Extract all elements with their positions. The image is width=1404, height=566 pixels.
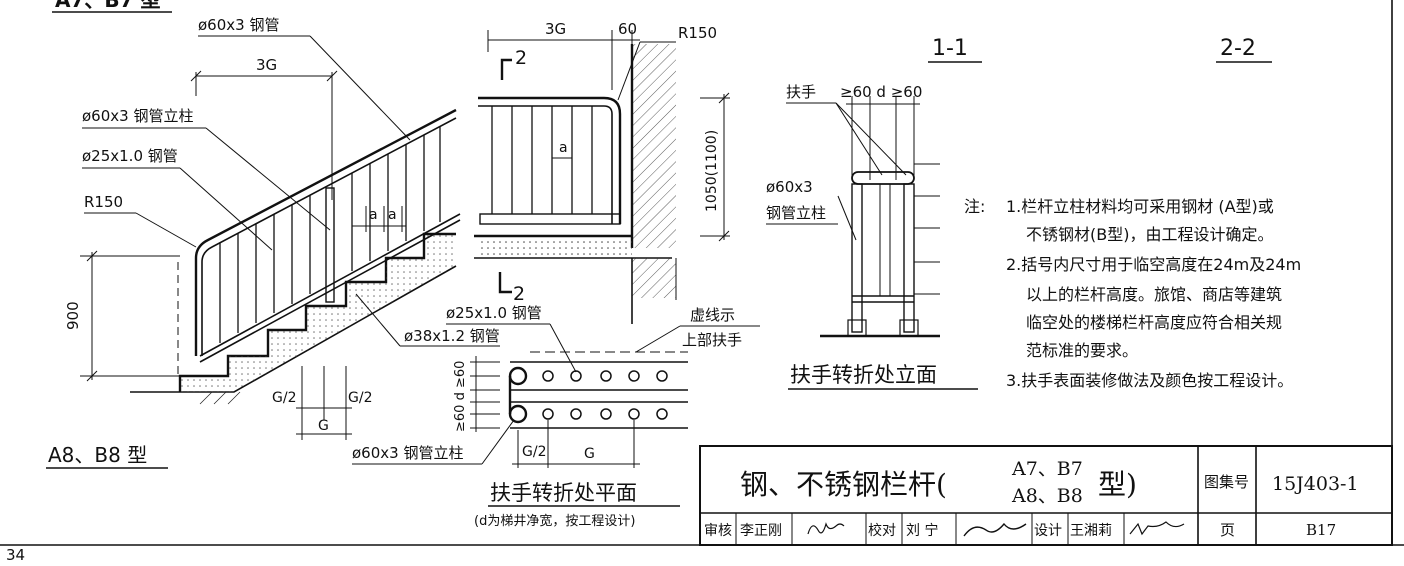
section-1-1-title: 1-1 [932,36,968,61]
note-2-line-1: 2.括号内尺寸用于临空高度在24m及24m [1006,255,1301,274]
stair-post-label: ø60x3 钢管立柱 [82,107,193,125]
stair-bottom-rail-label: ø38x1.2 钢管 [404,327,500,345]
designer-signature [1129,521,1185,536]
stair-dim-a1: a [369,207,378,223]
section-cut-top: 2 [515,47,527,69]
plan-dashed-note-line2: 上部扶手 [682,331,742,349]
plan-post-label: ø60x3 钢管立柱 [352,444,463,462]
checker-signature [963,522,1027,537]
plan-dim-g: G [584,446,595,462]
stair-handrail-pipe-label: ø60x3 钢管 [198,16,279,34]
notes-block: 注: 1.栏杆立柱材料均可采用钢材 (A型)或 不锈钢材(B型)，由工程设计确定… [964,197,1301,390]
section-dim-height: 1050(1100) [704,130,720,212]
section-1-1-dims: ≥60 d ≥60 [840,83,922,101]
stair-baluster-label: ø25x1.0 钢管 [82,147,178,165]
checker-name: 刘 宁 [906,522,938,539]
title-block: 钢、不锈钢栏杆( A7、B7 A8、B8 型) 图集号 15J403-1 审核 … [699,445,1393,546]
title-model-top: A7、B7 [1011,458,1083,480]
footer-page-number: 34 [6,546,25,564]
section-1-1: 1-1 扶手 ≥60 d ≥60 ø60 [766,36,982,390]
stair-dim-3g: 3G [256,56,277,74]
stair-radius-label: R150 [84,193,123,211]
note-2-line-3: 临空处的楼梯栏杆高度应符合相关规 [1026,313,1282,332]
stair-elevation: 3G ø60x3 钢管 ø60x3 钢管立柱 ø25x1.0 钢管 R150 9… [64,16,500,440]
section-dim-a: a [559,140,568,156]
section-1-1-handrail-label: 扶手 [786,83,816,101]
stair-dim-g: G [318,418,329,434]
notes-prefix: 注: [964,197,985,216]
section-cut-bottom: 2 [513,283,525,305]
plan-dim-g-half: G/2 [522,444,546,460]
section-view: 3G 60 R150 2 2 a 1050(1100) [474,20,730,324]
top-left-type-label: A7、B7 型 [55,0,161,12]
reviewer-name: 李正刚 [740,523,782,539]
bottom-left-type-label: A8、B8 型 [48,443,147,467]
review-label: 审核 [704,523,732,539]
design-label: 设计 [1034,523,1062,539]
designer-name: 王湘莉 [1070,523,1112,539]
section-dim-3g: 3G [545,20,566,38]
note-2-line-2: 以上的栏杆高度。旅馆、商店等建筑 [1026,285,1282,304]
stair-dim-g-half-1: G/2 [272,390,296,406]
atlas-label: 图集号 [1204,473,1249,491]
note-3-line-1: 3.扶手表面装修做法及颜色按工程设计。 [1006,371,1293,390]
plan-left-dims: ≥60 d ≥60 [453,361,468,432]
section-radius-label: R150 [678,24,717,42]
page-number: B17 [1306,521,1336,539]
note-1-line-1: 1.栏杆立柱材料均可采用钢材 (A型)或 [1006,197,1274,216]
title-main-suffix: 型) [1098,468,1137,501]
plan-dashed-note-line1: 虚线示 [690,306,735,324]
note-2-line-4: 范标准的要求。 [1026,341,1138,360]
page-label: 页 [1220,521,1235,539]
stair-dim-a2: a [388,207,397,223]
title-main-prefix: 钢、不锈钢栏杆( [740,468,947,501]
plan-view-subtitle: (d为梯井净宽，按工程设计) [474,513,635,529]
note-1-line-2: 不锈钢材(B型)，由工程设计确定。 [1026,225,1273,244]
stair-dim-900: 900 [64,301,82,330]
section-1-1-post-line2: 钢管立柱 [766,204,826,222]
section-2-2-title: 2-2 [1220,36,1256,61]
section-1-1-post-line1: ø60x3 [766,178,813,196]
plan-baluster-label: ø25x1.0 钢管 [446,304,542,322]
stair-dim-g-half-2: G/2 [348,390,372,406]
reviewer-signature [807,522,845,535]
section-dim-60: 60 [618,20,637,38]
plan-view-title: 扶手转折处平面 [490,481,637,505]
title-model-bottom: A8、B8 [1011,485,1083,507]
atlas-number: 15J403-1 [1272,473,1359,495]
section-1-1-view-title: 扶手转折处立面 [790,363,937,387]
check-label: 校对 [868,522,896,539]
plan-view: ≥60 d ≥60 ø25x1.0 钢管 虚线示 上部扶手 ø60x3 钢管立柱… [352,304,760,529]
